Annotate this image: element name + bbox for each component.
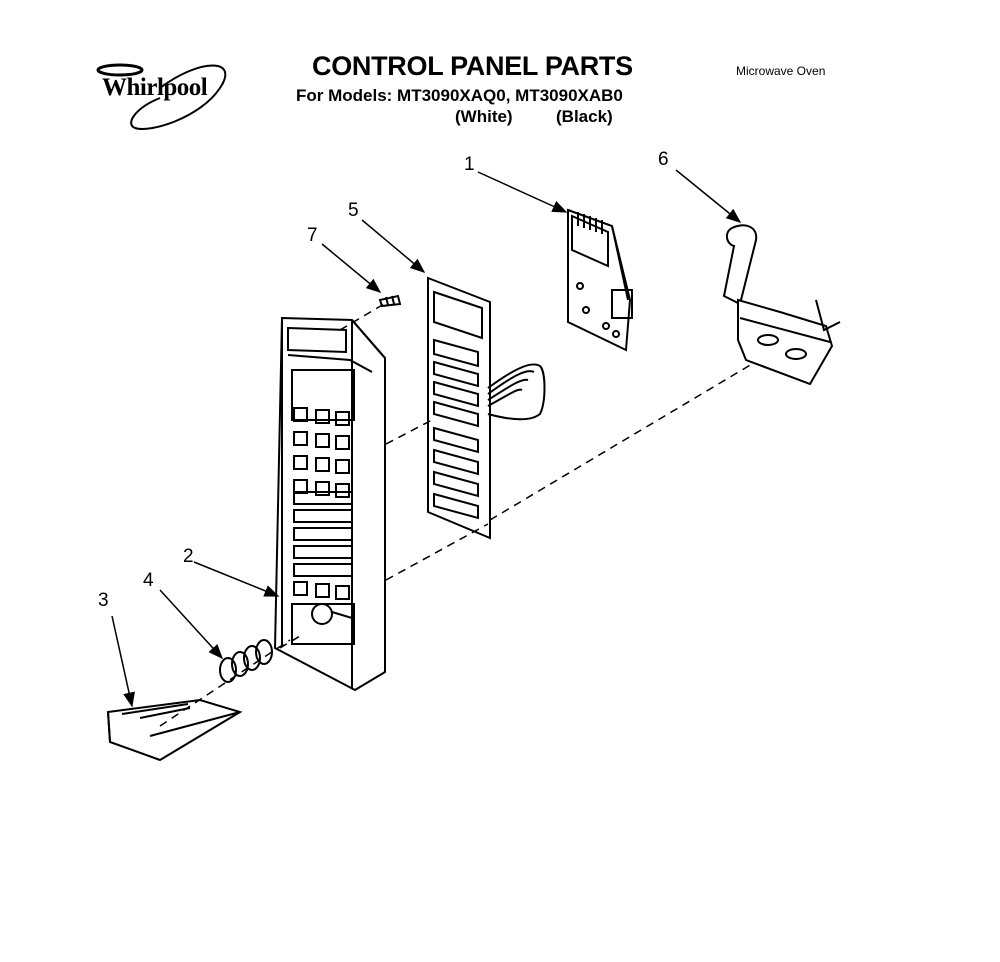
touch-membrane — [427, 276, 546, 540]
alignment-lines — [159, 303, 753, 727]
callout-7: 7 — [307, 225, 318, 246]
mounting-bracket — [722, 224, 841, 386]
door-release-button — [106, 698, 243, 762]
brand-logo-text: Whirlpool — [102, 74, 208, 101]
color-white-label: (White) — [455, 107, 513, 126]
callout-1: 1 — [464, 154, 475, 175]
callout-2: 2 — [183, 546, 194, 567]
models-line: For Models: MT3090XAQ0, MT3090XAB0 — [296, 86, 623, 105]
control-panel-frame — [273, 316, 386, 692]
leader-lines — [111, 169, 742, 708]
control-board — [567, 208, 633, 352]
callout-4: 4 — [143, 570, 154, 591]
page-title: CONTROL PANEL PARTS — [312, 51, 633, 81]
color-black-label: (Black) — [556, 107, 613, 126]
appliance-type-label: Microwave Oven — [736, 64, 826, 78]
screw — [378, 294, 402, 308]
callout-3: 3 — [98, 590, 109, 611]
callout-6: 6 — [658, 149, 669, 170]
spring — [219, 639, 273, 683]
callout-5: 5 — [348, 200, 359, 221]
whirlpool-logo — [96, 63, 227, 130]
